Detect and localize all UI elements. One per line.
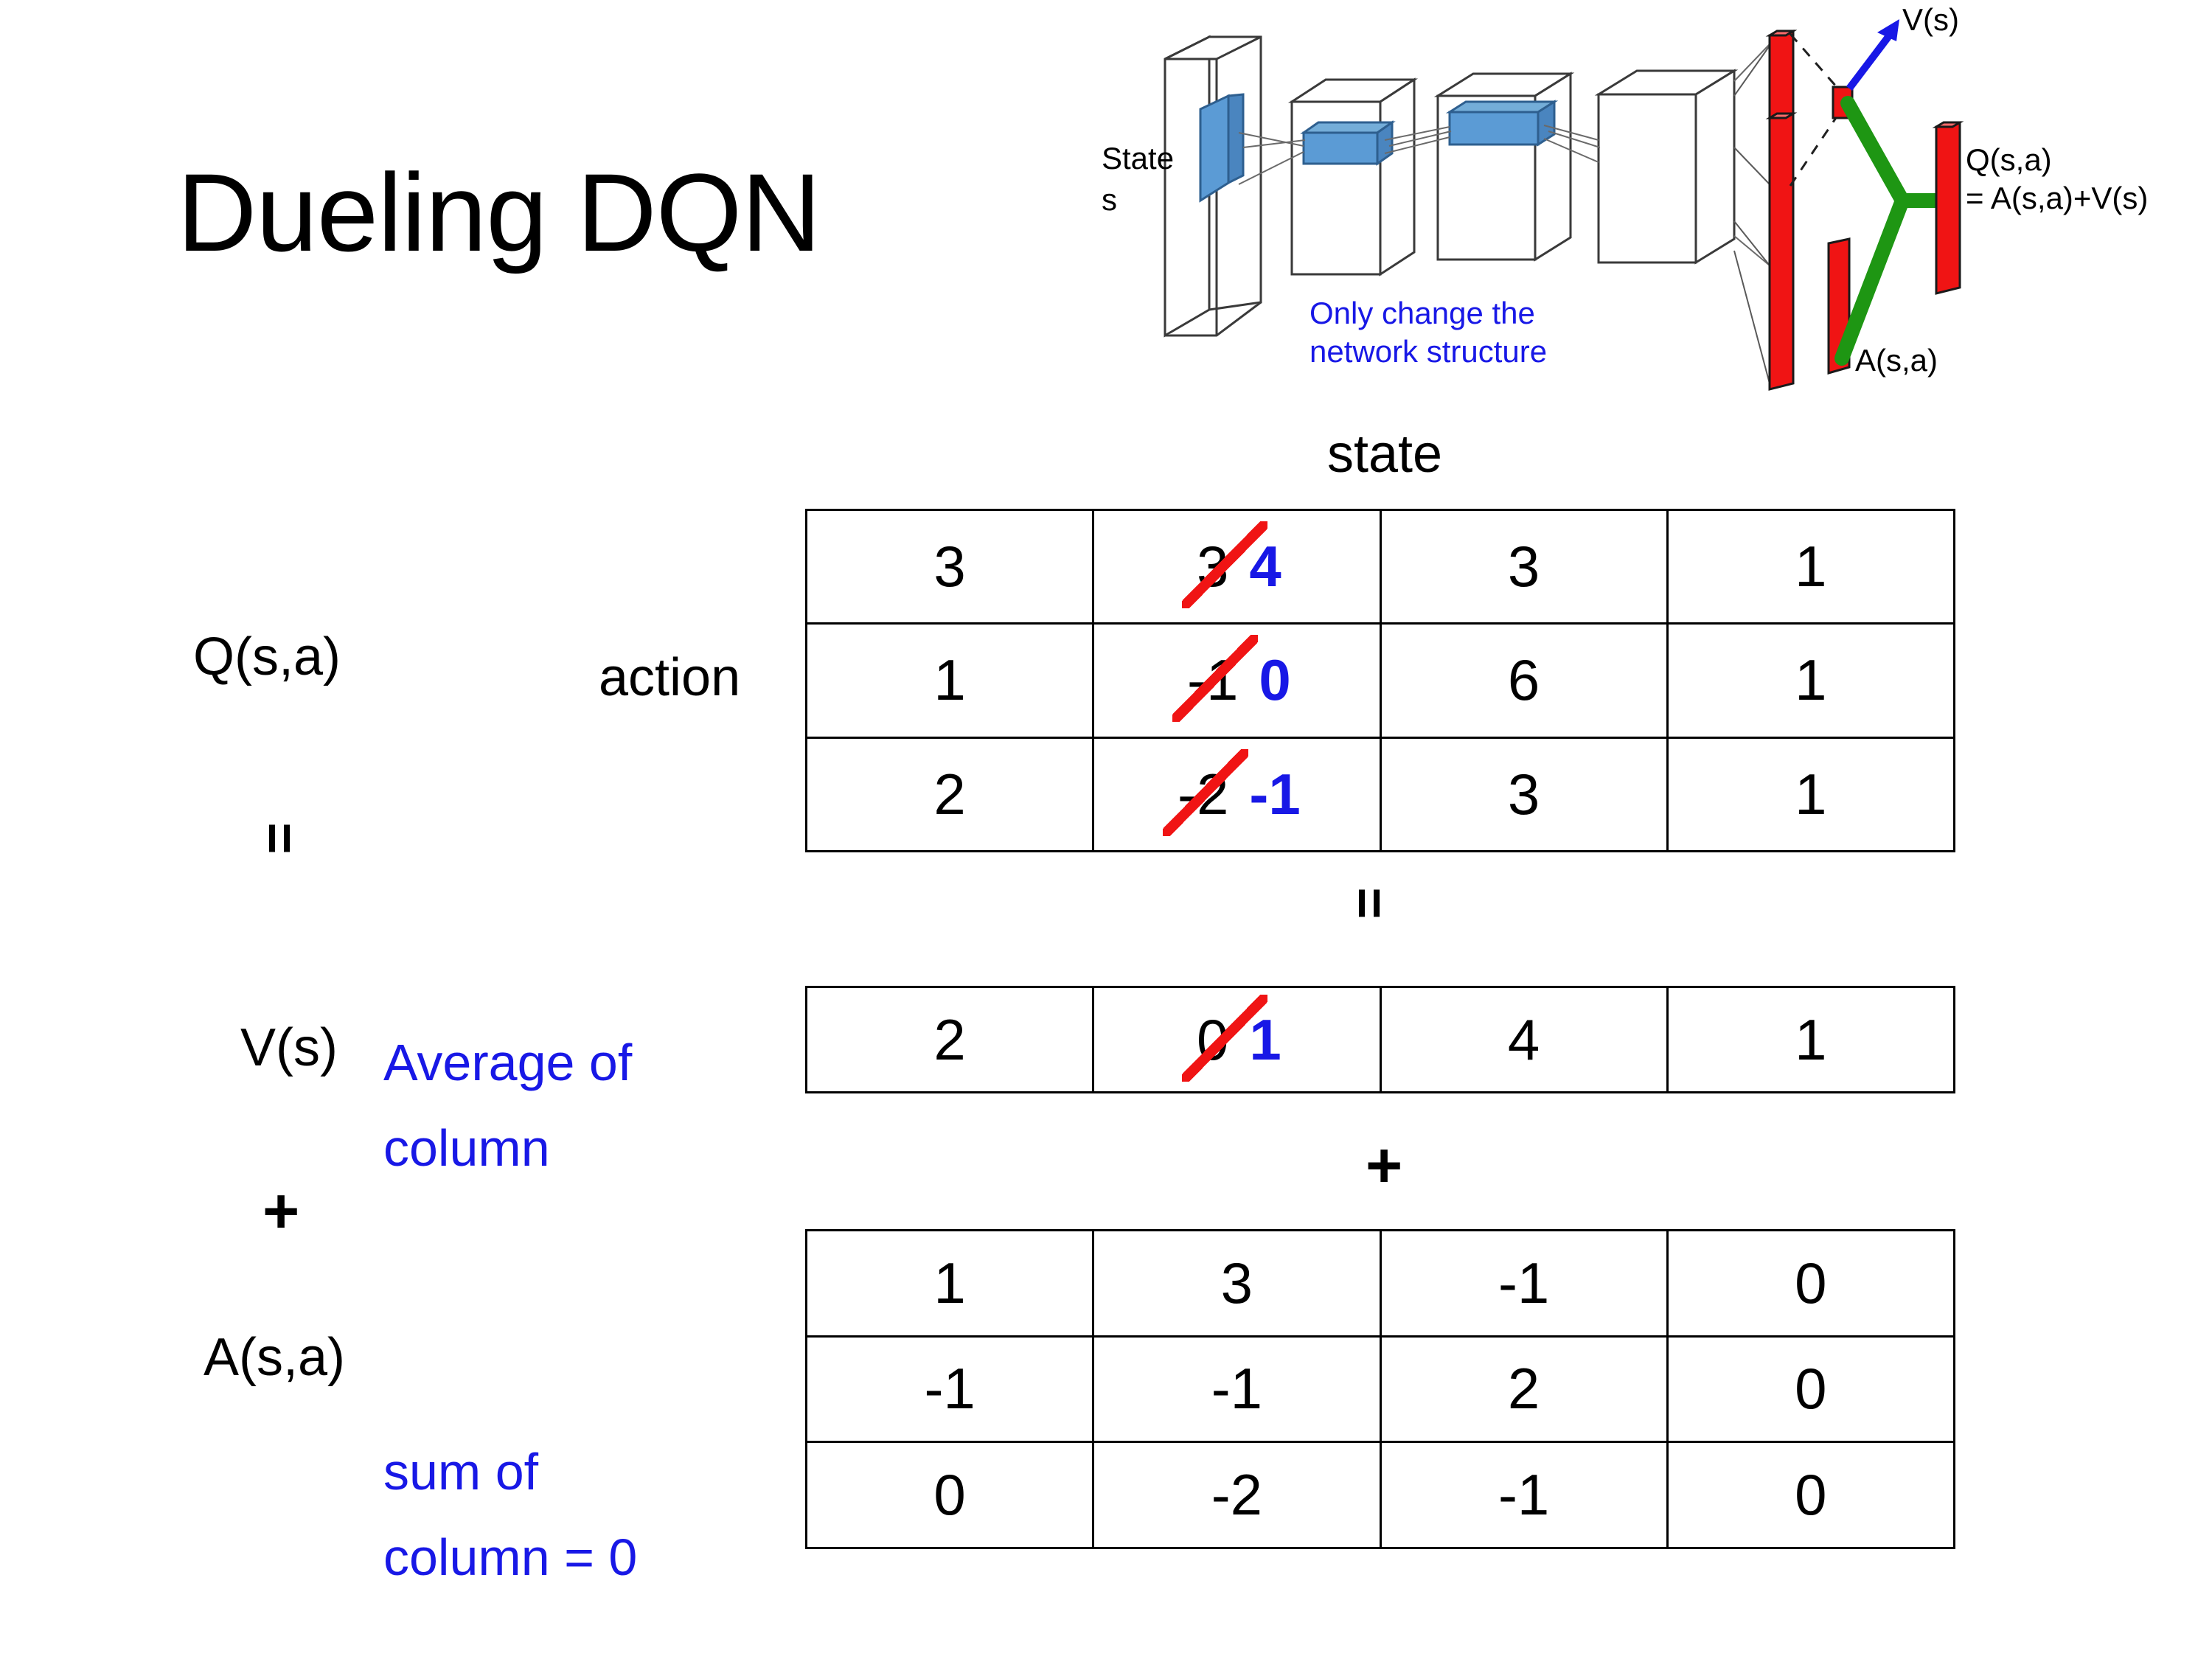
a-note-line1: sum of bbox=[383, 1443, 539, 1500]
table-cell: 1 bbox=[804, 622, 1095, 739]
struck-out-value: -1 bbox=[1172, 635, 1259, 723]
cell-value: 3 bbox=[1220, 1250, 1253, 1315]
table-cell: -1 bbox=[804, 1335, 1095, 1444]
table-cell: 2 bbox=[804, 736, 1095, 853]
cell-value: 2 bbox=[933, 1006, 966, 1072]
diagram-input-label-state: State bbox=[1102, 141, 1175, 175]
cell-value: 1 bbox=[1795, 647, 1827, 713]
table-cell: -2-1 bbox=[1092, 736, 1382, 853]
cell-value: 1 bbox=[933, 1250, 966, 1315]
dueling-network-diagram: State s Only change the network structur… bbox=[1091, 0, 2212, 413]
cell-value: 2 bbox=[1507, 1356, 1540, 1422]
cell-value: -1 bbox=[1498, 1462, 1550, 1528]
table-cell: 0 bbox=[1666, 1229, 1956, 1338]
table-cell: 1 bbox=[1666, 508, 1956, 625]
table-cell: 3 bbox=[804, 508, 1095, 625]
page-title: Dueling DQN bbox=[177, 150, 821, 274]
struck-out-value: 3 bbox=[1181, 521, 1268, 609]
table-cell: 6 bbox=[1379, 622, 1669, 739]
v-section-label: V(s) bbox=[240, 1018, 338, 1077]
diagram-note-line2: network structure bbox=[1310, 334, 1548, 369]
cell-value: 1 bbox=[1795, 1006, 1827, 1072]
cell-value: 2 bbox=[933, 761, 966, 827]
q-section-label: Q(s,a) bbox=[193, 627, 341, 686]
diagram-output-label-line1: Q(s,a) bbox=[1966, 142, 2052, 177]
state-axis-label: state bbox=[1327, 425, 1443, 484]
equals-operator-mid: = bbox=[1339, 887, 1401, 919]
cell-value: 6 bbox=[1507, 647, 1540, 713]
cell-value: -1 bbox=[1498, 1250, 1550, 1315]
cell-value: 1 bbox=[1795, 761, 1827, 827]
table-cell: -2 bbox=[1092, 1441, 1382, 1549]
table-cell: -1 bbox=[1092, 1335, 1382, 1444]
table-cell: 0 bbox=[1666, 1441, 1956, 1549]
table-cell: 1 bbox=[804, 1229, 1095, 1338]
table-cell: 1 bbox=[1666, 736, 1956, 853]
v-note-line2: column bbox=[383, 1119, 550, 1177]
a-note-line2: column = 0 bbox=[383, 1528, 638, 1586]
struck-out-value: 0 bbox=[1181, 994, 1268, 1082]
table-cell: 2 bbox=[804, 986, 1095, 1093]
cell-value: -1 bbox=[924, 1356, 975, 1422]
cell-value: 0 bbox=[933, 1462, 966, 1528]
cell-value: 0 bbox=[1795, 1462, 1827, 1528]
corrected-value: 0 bbox=[1259, 647, 1291, 713]
table-cell: 4 bbox=[1379, 986, 1669, 1093]
action-axis-label: action bbox=[599, 648, 741, 707]
cell-value: 3 bbox=[933, 534, 966, 599]
diagram-output-label-line2: = A(s,a)+V(s) bbox=[1966, 181, 2149, 215]
table-cell: 3 bbox=[1379, 736, 1669, 853]
cell-value: 1 bbox=[1795, 534, 1827, 599]
equals-operator-left: = bbox=[249, 822, 311, 855]
table-cell: -1 bbox=[1379, 1441, 1669, 1549]
cell-value: 0 bbox=[1795, 1250, 1827, 1315]
diagram-note-line1: Only change the bbox=[1310, 296, 1535, 330]
table-cell: 1 bbox=[1666, 622, 1956, 739]
table-cell: -1 bbox=[1379, 1229, 1669, 1338]
cell-value: -2 bbox=[1211, 1462, 1263, 1528]
diagram-input-label-s: s bbox=[1102, 182, 1117, 217]
corrected-value: -1 bbox=[1249, 761, 1301, 827]
diagram-value-label: V(s) bbox=[1902, 2, 1959, 37]
cell-value: 3 bbox=[1507, 761, 1540, 827]
v-note-line1: Average of bbox=[383, 1034, 633, 1091]
cell-value: -1 bbox=[1211, 1356, 1263, 1422]
table-cell: 0 bbox=[1666, 1335, 1956, 1444]
cell-value: 1 bbox=[933, 647, 966, 713]
table-row: 2 -2-1 3 1 bbox=[804, 736, 1956, 853]
diagram-advantage-label: A(s,a) bbox=[1855, 343, 1938, 378]
corrected-value: 1 bbox=[1249, 1006, 1281, 1072]
table-row: -1 -1 2 0 bbox=[804, 1335, 1956, 1444]
a-section-label: A(s,a) bbox=[204, 1328, 346, 1387]
corrected-value: 4 bbox=[1249, 534, 1281, 599]
struck-out-value: -2 bbox=[1162, 748, 1249, 836]
cell-value: 4 bbox=[1507, 1006, 1540, 1072]
table-row: 0 -2 -1 0 bbox=[804, 1441, 1956, 1549]
table-cell: 1 bbox=[1666, 986, 1956, 1093]
advantage-table: 1 3 -1 0 -1 -1 2 0 0 -2 -1 0 bbox=[804, 1229, 1956, 1549]
cell-value: 3 bbox=[1507, 534, 1540, 599]
table-cell: 0 bbox=[804, 1441, 1095, 1549]
table-cell: 3 bbox=[1092, 1229, 1382, 1338]
table-cell: 3 bbox=[1379, 508, 1669, 625]
plus-operator-mid: + bbox=[1366, 1130, 1403, 1201]
plus-operator-left: + bbox=[262, 1176, 300, 1247]
table-cell: 2 bbox=[1379, 1335, 1669, 1444]
table-row: 1 3 -1 0 bbox=[804, 1229, 1956, 1338]
cell-value: 0 bbox=[1795, 1356, 1827, 1422]
